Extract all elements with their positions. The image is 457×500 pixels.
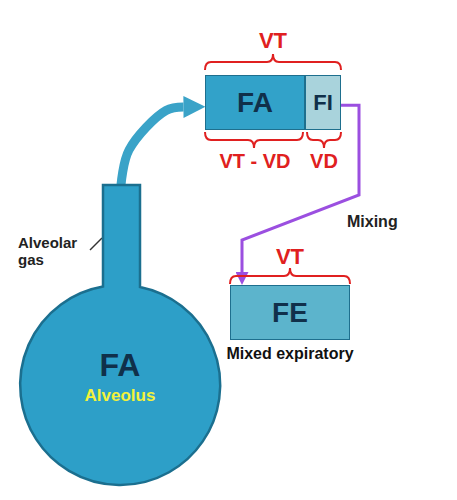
- alveolar-portion-box: FA: [205, 75, 305, 130]
- organ-name: Alveolus: [20, 385, 220, 407]
- volume-label: VT - VD: [219, 150, 290, 173]
- alveolus-shape: [20, 185, 220, 485]
- fraction-symbol: FI: [313, 90, 333, 116]
- fraction-symbol: FA: [20, 345, 220, 385]
- volume-label: VT: [259, 28, 287, 54]
- fraction-symbol: FA: [237, 87, 273, 119]
- bracket: [307, 132, 341, 148]
- part-label: Alveolar gas: [18, 234, 96, 268]
- mixed-expired-box: FEMixed expiratory: [230, 285, 350, 340]
- alveolus-flask: FAAlveolus: [20, 185, 220, 485]
- connector-label: Mixing: [345, 213, 400, 231]
- volume-label: VT: [276, 244, 304, 270]
- bracket: [205, 132, 303, 148]
- bracket: [230, 268, 350, 284]
- leader-line: [90, 238, 102, 250]
- flask-outline: [20, 185, 220, 485]
- dead-space-box: FI: [305, 75, 341, 130]
- bracket: [205, 54, 341, 70]
- box-heading: Mixed expiratory: [226, 345, 353, 363]
- flow-arrow: [121, 107, 183, 185]
- fraction-symbol: FE: [272, 297, 308, 329]
- alveolus-text-group: FAAlveolus: [20, 345, 220, 407]
- volume-label: VD: [310, 150, 338, 173]
- flow-arrow: [242, 105, 359, 272]
